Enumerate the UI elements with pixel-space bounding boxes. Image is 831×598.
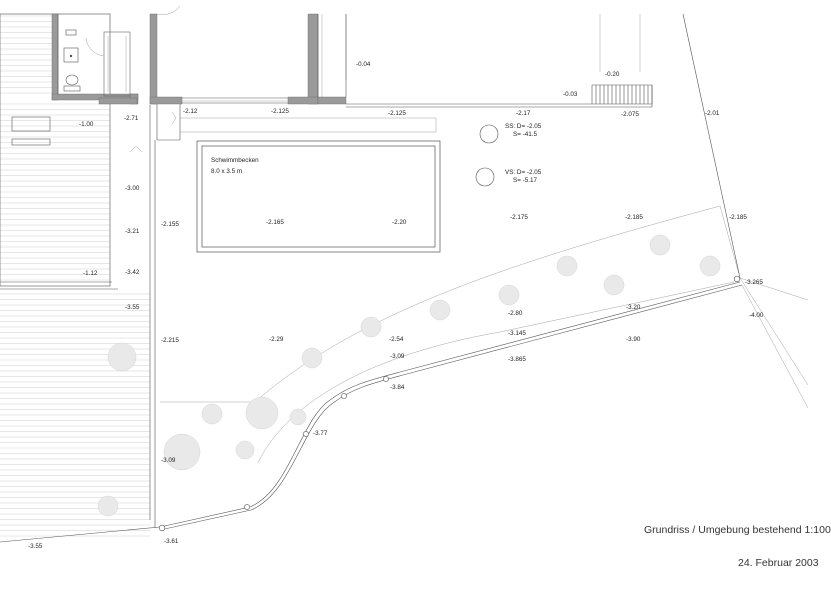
level: -2.80 xyxy=(508,310,523,317)
level: -2.01 xyxy=(705,110,720,117)
site-plan-drawing: Schwimmbecken 8.0 x 3.5 m SS: D= -2.05 S… xyxy=(0,5,809,550)
level: -2.125 xyxy=(271,108,289,115)
level: -4.00 xyxy=(749,312,764,319)
level: -3.21 xyxy=(125,228,140,235)
level: -3.55 xyxy=(125,304,140,311)
level: -0.20 xyxy=(605,71,620,78)
level: -2.165 xyxy=(266,219,284,226)
terrace-edge xyxy=(129,14,653,153)
level: -2.215 xyxy=(161,337,179,344)
level: -0.04 xyxy=(356,61,371,68)
shaft-vs-line-2: S= -5.17 xyxy=(513,177,537,184)
shaft-ss-line-1: SS: D= -2.05 xyxy=(505,123,542,130)
level: -2.17 xyxy=(516,110,531,117)
level: -2.54 xyxy=(389,336,404,343)
drawing-date: 24. Februar 2003 xyxy=(738,557,819,569)
level: -1.12 xyxy=(83,270,98,277)
level: -3.61 xyxy=(164,538,179,545)
swimming-pool: Schwimmbecken 8.0 x 3.5 m xyxy=(196,140,441,253)
level: -2.185 xyxy=(625,214,643,221)
level: -3.77 xyxy=(313,430,328,437)
inspection-shafts: SS: D= -2.05 S= -41.5 VS: D= -2.05 S= -5… xyxy=(475,123,542,187)
level: -3.00 xyxy=(125,185,140,192)
level: -3.90 xyxy=(626,336,641,343)
spot-levels: -0.04 -0.20 -0.03 -2.01 -2.075 -2.17 -2.… xyxy=(28,61,764,550)
level: -3.42 xyxy=(125,269,140,276)
upper-deck xyxy=(0,13,118,290)
shaft-vs-line-1: VS: D= -2.05 xyxy=(505,169,542,176)
drawing-title: Grundriss / Umgebung bestehend 1:100 xyxy=(644,524,831,536)
level: -3.20 xyxy=(626,304,641,311)
pool-name: Schwimmbecken xyxy=(211,157,259,164)
site-boundary xyxy=(158,13,809,532)
lower-deck xyxy=(0,105,161,543)
level: -3.09 xyxy=(390,353,405,360)
level: -2.20 xyxy=(392,219,407,226)
level: -3.55 xyxy=(28,543,43,550)
building-walls xyxy=(51,5,347,105)
level: -2.12 xyxy=(183,108,198,115)
level: -2.175 xyxy=(510,214,528,221)
level: -2.185 xyxy=(729,214,747,221)
level: -3.145 xyxy=(508,330,526,337)
level: -2.075 xyxy=(621,111,639,118)
level: -2.155 xyxy=(161,221,179,228)
level: -3.84 xyxy=(390,384,405,391)
level: -3.865 xyxy=(508,356,526,363)
shrubs xyxy=(97,234,721,517)
pool-size: 8.0 x 3.5 m xyxy=(211,168,242,175)
level: -3.265 xyxy=(745,279,763,286)
level: -2.125 xyxy=(388,110,406,117)
level: -1.00 xyxy=(79,121,94,128)
level: -3.09 xyxy=(161,457,176,464)
shaft-ss-line-2: S= -41.5 xyxy=(513,131,537,138)
level: -2.71 xyxy=(124,115,139,122)
level: -2.29 xyxy=(269,336,284,343)
level: -0.03 xyxy=(563,91,578,98)
